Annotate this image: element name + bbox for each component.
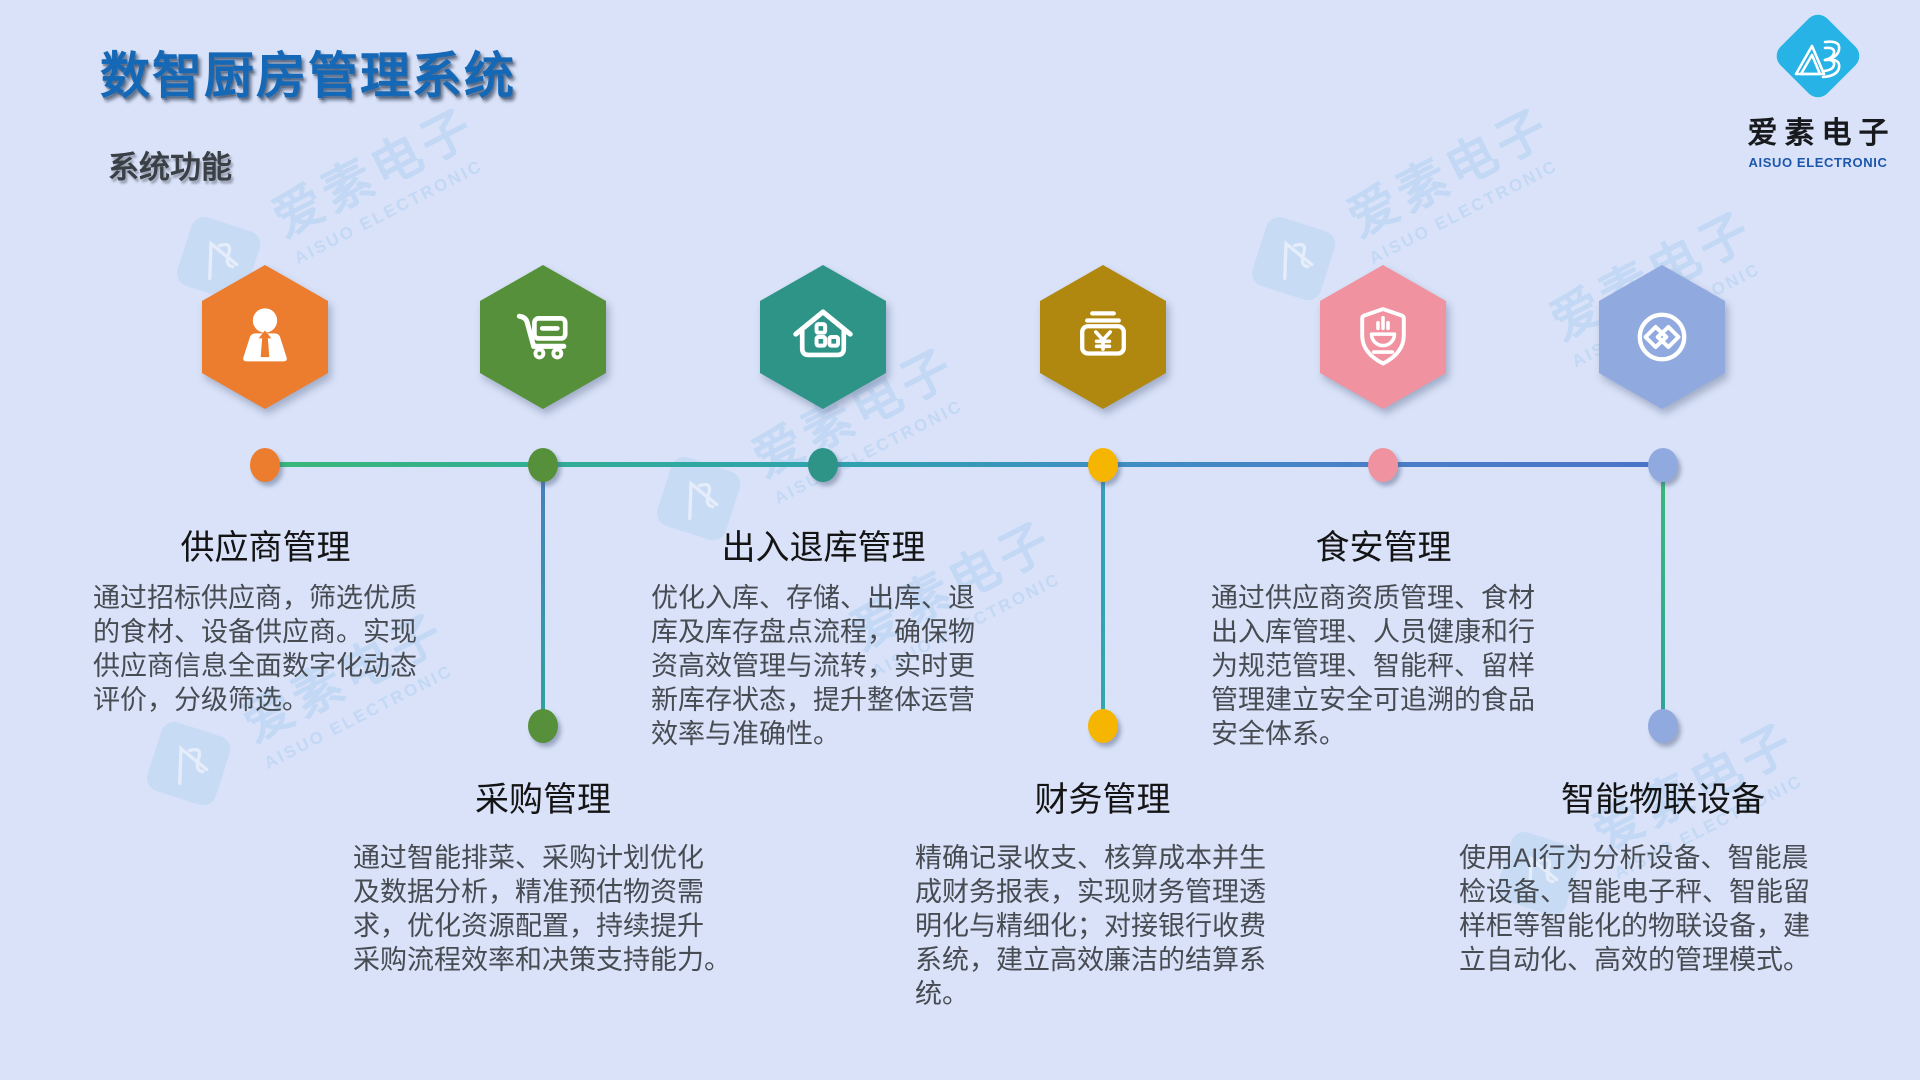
feature-description-food-safety: 通过供应商资质管理、食材 出入库管理、人员健康和行 为规范管理、智能秤、留样 管…: [1211, 583, 1535, 749]
connector-finance: [1101, 465, 1105, 723]
feature-hexagon-food-safety: [1320, 265, 1446, 409]
watermark-logo-icon: [1496, 831, 1581, 916]
feature-hexagon-iot: [1599, 265, 1725, 409]
timeline-dot-procurement: [528, 448, 558, 482]
timeline-dot-finance-end: [1088, 709, 1118, 743]
watermark-logo-icon: [146, 721, 231, 806]
feature-description-finance: 精确记录收支、核算成本并生 成财务报表，实现财务管理透 明化与精细化；对接银行收…: [915, 843, 1266, 1009]
feature-title-finance: 财务管理: [1034, 781, 1171, 819]
feature-title-procurement: 采购管理: [475, 781, 611, 819]
feature-description-iot: 使用AI行为分析设备、智能晨 检设备、智能电子秤、智能留 样柜等智能化的物联设备…: [1459, 843, 1810, 975]
feature-description-supplier: 通过招标供应商，筛选优质 的食材、设备供应商。实现 供应商信息全面数字化动态 评…: [93, 583, 417, 715]
feature-hexagon-procurement: [480, 265, 606, 409]
feature-hexagon-supplier: [202, 265, 328, 409]
link-icon: [1637, 312, 1687, 362]
feature-hexagon-finance: [1040, 265, 1166, 409]
timeline-dot-supplier: [250, 448, 280, 482]
feature-description-procurement: 通过智能排菜、采购计划优化 及数据分析，精准预估物资需 求，优化资源配置，持续提…: [353, 843, 731, 975]
watermark-logo-icon: [1251, 216, 1336, 301]
timeline-dot-iot: [1648, 448, 1678, 482]
watermark-logo-icon: [656, 456, 741, 541]
feature-description-warehouse: 优化入库、存储、出库、退 库及库存盘点流程，确保物 资高效管理与流转，实时更 新…: [651, 583, 975, 749]
section-title: 系统功能: [108, 150, 232, 185]
feature-title-iot: 智能物联设备: [1561, 781, 1765, 819]
page-title: 数智厨房管理系统: [100, 48, 516, 104]
timeline-dot-food-safety: [1368, 448, 1398, 482]
timeline-line: [262, 462, 1664, 467]
timeline-dot-warehouse: [808, 448, 838, 482]
timeline-dot-iot-end: [1648, 709, 1678, 743]
money-icon: [1080, 311, 1126, 356]
feature-title-food-safety: 食安管理: [1315, 529, 1452, 567]
feature-hexagon-warehouse: [760, 265, 886, 409]
logo-mark-icon: [1776, 14, 1860, 98]
logo-company-name-en: AISUO ELECTRONIC: [1748, 155, 1888, 170]
connector-procurement: [541, 465, 545, 726]
timeline-dot-procurement-end: [528, 709, 558, 743]
cart-icon: [516, 313, 568, 360]
feature-title-warehouse: 出入退库管理: [721, 529, 926, 567]
watermark-logo-icon: [176, 216, 261, 301]
logo-company-name: 爱素电子: [1747, 117, 1896, 150]
feature-title-supplier: 供应商管理: [180, 529, 351, 567]
connector-iot: [1661, 465, 1665, 726]
shield-icon: [1360, 307, 1406, 366]
company-logo: 爱素电子 AISUO ELECTRONIC: [1728, 6, 1908, 170]
timeline-dot-finance: [1088, 448, 1118, 482]
warehouse-icon: [793, 309, 853, 358]
person-icon: [243, 308, 287, 362]
